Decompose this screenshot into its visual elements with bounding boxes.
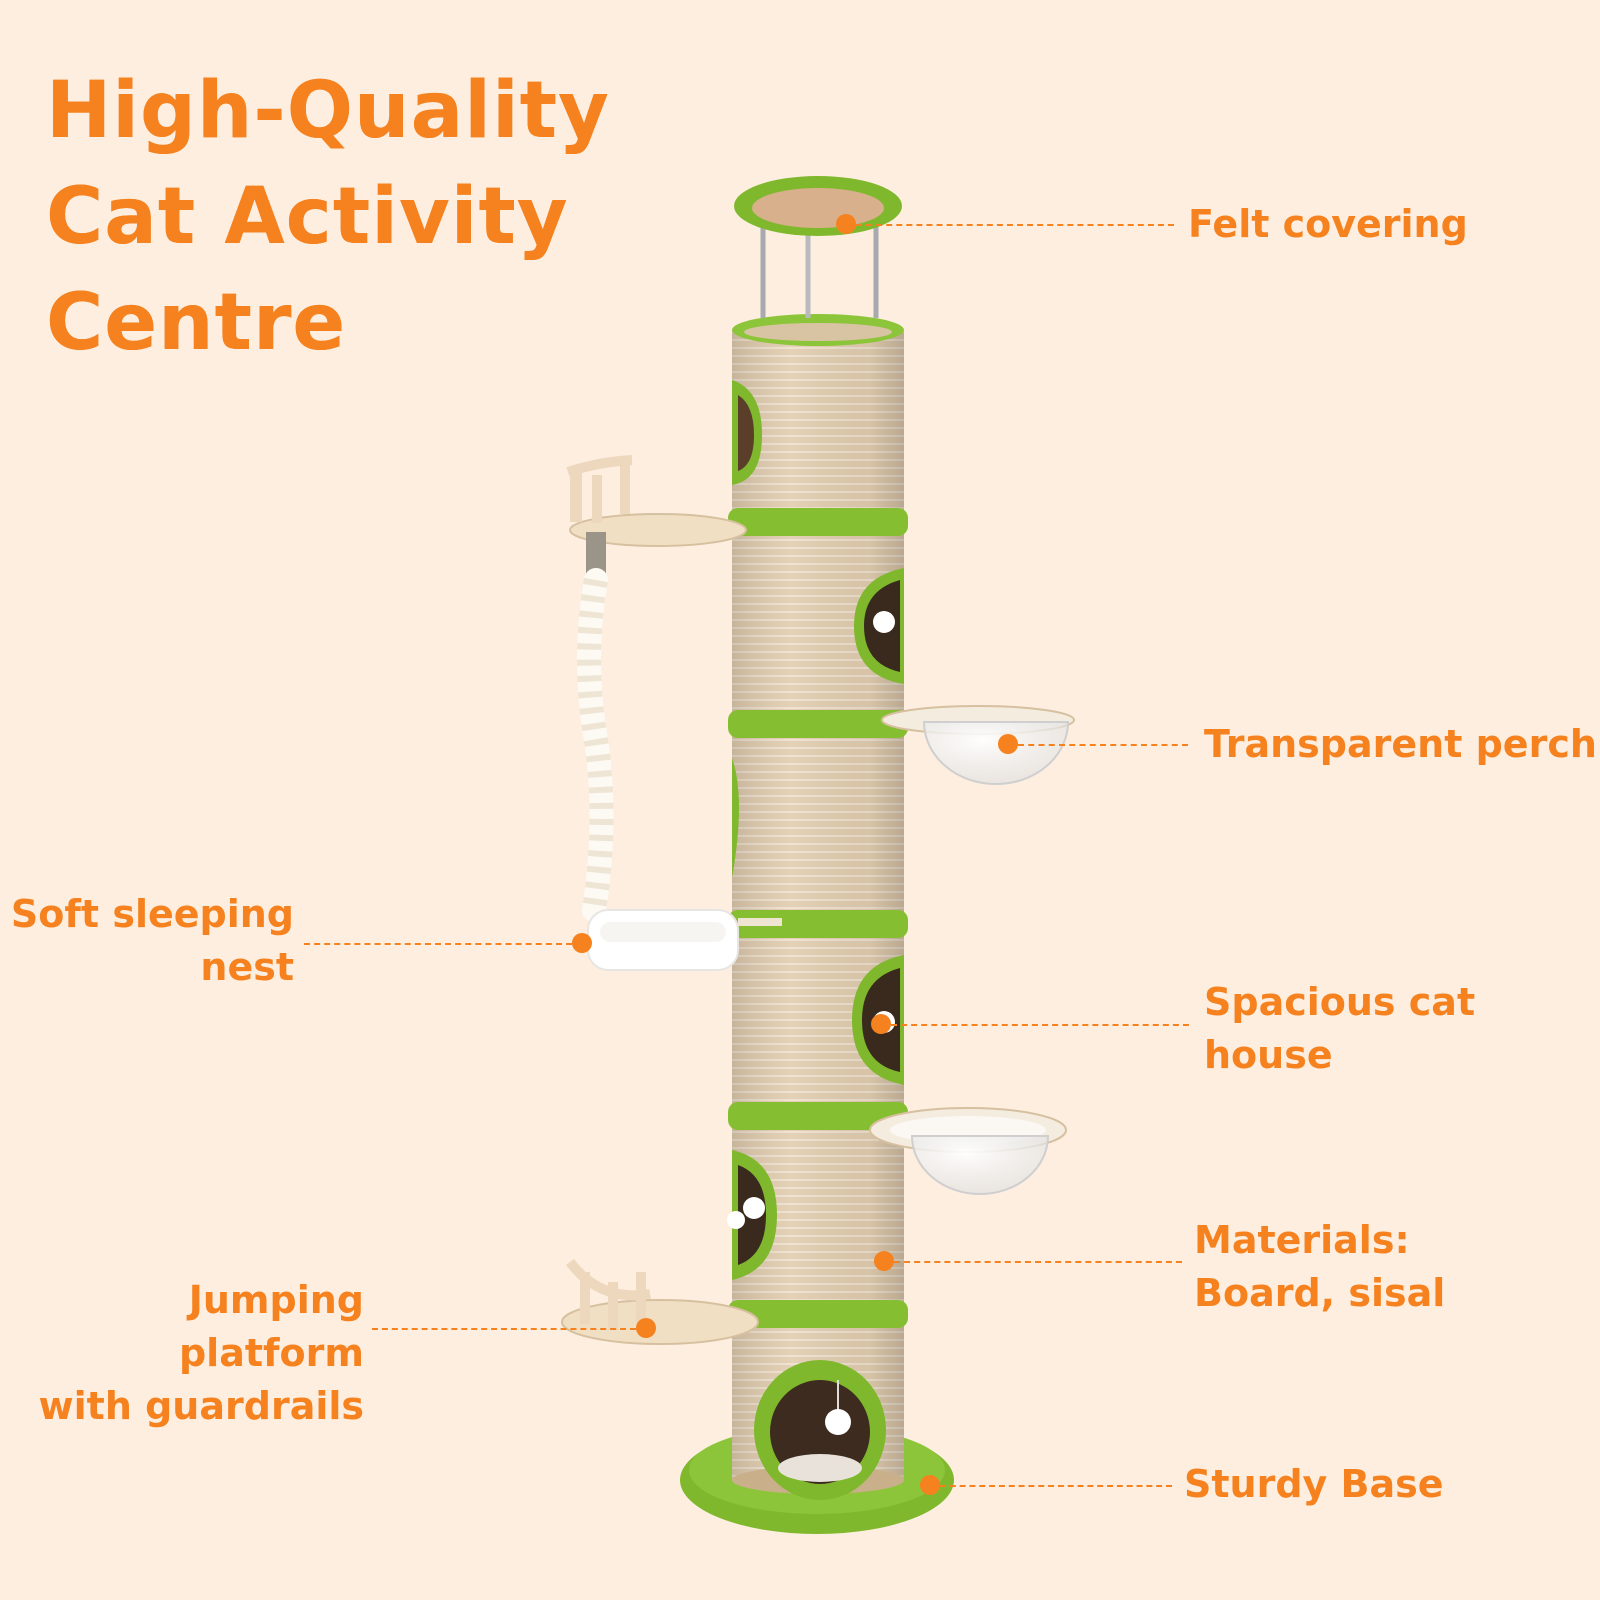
perch-callout-dot: [998, 734, 1018, 754]
platform-callout-dot: [636, 1318, 656, 1338]
felt-callout-leader: [856, 224, 1174, 226]
jumping-platform-label: Jumping platform with guardrails: [0, 1274, 364, 1433]
materials-line-1: Materials:: [1194, 1218, 1410, 1262]
base-callout-dot: [920, 1475, 940, 1495]
title-line-3: Centre: [46, 278, 347, 368]
nest-callout-dot: [572, 933, 592, 953]
house-opening: [754, 1360, 886, 1500]
sturdy-base-label: Sturdy Base: [1184, 1458, 1444, 1511]
base-callout-leader: [940, 1485, 1172, 1487]
materials-callout-leader: [894, 1261, 1182, 1263]
jumping-platform-line-1: Jumping platform: [178, 1278, 364, 1375]
sleeping-nest: [587, 909, 782, 971]
sleeping-nest-label: Soft sleeping nest: [0, 888, 294, 994]
upper-platform: [566, 455, 747, 922]
jumping-platform: [561, 1258, 759, 1345]
sleeping-nest-line-1: Soft sleeping: [10, 892, 294, 936]
perch-callout-leader: [1018, 744, 1188, 746]
materials-callout-dot: [874, 1251, 894, 1271]
transparent-perch-text: Transparent perch: [1204, 722, 1597, 766]
cat-house-label: Spacious cat house: [1204, 976, 1475, 1082]
title-line-1: High-Quality: [46, 66, 610, 156]
felt-covering-label: Felt covering: [1188, 198, 1468, 251]
house-callout-dot: [871, 1014, 891, 1034]
toy-ball: [727, 1211, 745, 1229]
felt-covering-text: Felt covering: [1188, 202, 1468, 246]
transparent-perch-upper: [881, 705, 1075, 785]
platform-callout-leader: [372, 1328, 636, 1330]
materials-label: Materials: Board, sisal: [1194, 1214, 1445, 1320]
cat-house-line-1: Spacious cat: [1204, 980, 1476, 1024]
cat-house-line-2: house: [1204, 1033, 1333, 1077]
page-title: High-Quality Cat Activity Centre: [46, 58, 610, 376]
jumping-platform-line-2: with guardrails: [38, 1384, 364, 1428]
transparent-perch-label: Transparent perch: [1204, 718, 1597, 771]
top-rods: [760, 225, 879, 318]
sleeping-nest-line-2: nest: [200, 945, 294, 989]
transparent-perch-lower: [869, 1107, 1067, 1195]
felt-callout-dot: [836, 214, 856, 234]
sturdy-base-text: Sturdy Base: [1184, 1462, 1444, 1506]
nest-callout-leader: [304, 943, 572, 945]
house-callout-leader: [891, 1024, 1189, 1026]
title-line-2: Cat Activity: [46, 172, 569, 262]
felt-rings: [728, 508, 908, 1328]
materials-line-2: Board, sisal: [1194, 1271, 1446, 1315]
